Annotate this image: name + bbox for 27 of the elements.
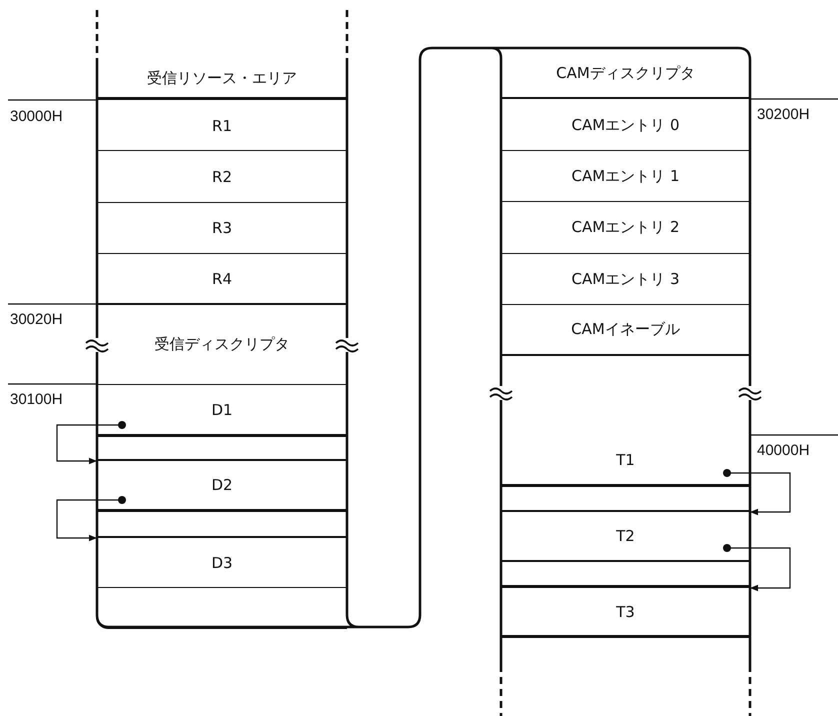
address-label: 30000H	[10, 108, 63, 125]
row-text: 受信リソース・エリア	[147, 69, 297, 88]
row-text: T3	[616, 602, 635, 620]
row-text: R4	[212, 270, 232, 288]
pointer-arrow	[723, 469, 791, 516]
pointer-arrow	[723, 544, 791, 592]
row-text: CAMイネーブル	[571, 320, 680, 339]
row-text: 受信ディスクリプタ	[154, 335, 290, 354]
address-label: 40000H	[757, 442, 810, 459]
row-text: D3	[211, 554, 233, 572]
row-text: CAMディスクリプタ	[556, 64, 695, 83]
row-text: T2	[616, 527, 635, 545]
address-label: 30100H	[10, 391, 63, 408]
row-text: CAMエントリ 3	[572, 270, 680, 288]
row-text: R3	[212, 219, 232, 237]
pointer-arrow	[56, 421, 126, 464]
row-text: CAMエントリ 2	[572, 218, 680, 237]
pointer-arrow	[56, 496, 126, 542]
row-text: CAMエントリ 1	[572, 166, 680, 186]
row-text: D2	[211, 476, 233, 494]
address-label: 30020H	[10, 311, 63, 328]
row-text: CAMエントリ 0	[572, 116, 680, 134]
row-text: R1	[212, 116, 232, 134]
row-text: R2	[212, 168, 232, 186]
row-text: D1	[211, 400, 233, 418]
row-text: T1	[616, 451, 635, 469]
address-label: 30200H	[757, 106, 810, 123]
